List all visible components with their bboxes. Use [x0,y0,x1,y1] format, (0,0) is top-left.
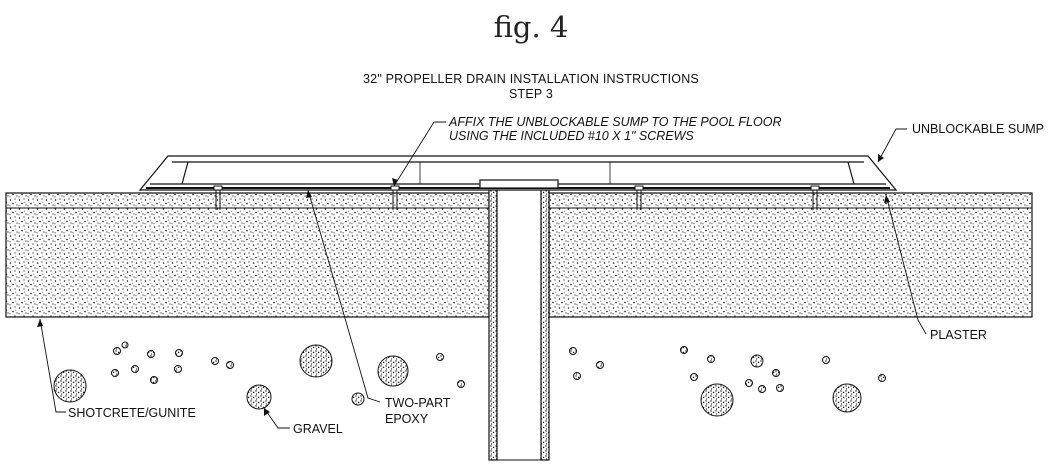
shotcrete-label: SHOTCRETE/GUNITE [68,406,196,420]
instruction-label-line1: AFFIX THE UNBLOCKABLE SUMP TO THE POOL F… [448,115,781,129]
figure-title: fig. 4 [493,10,569,44]
leader-lines [39,121,927,429]
gravel-label: GRAVEL [293,422,343,436]
gravel-stones [53,341,886,417]
instruction-label-line2: USING THE INCLUDED #10 X 1" SCREWS [449,129,694,143]
diagram-heading: 32" PROPELLER DRAIN INSTALLATION INSTRUC… [363,72,699,86]
shotcrete-slab-left [5,192,490,318]
plaster-label: PLASTER [930,328,987,342]
unblockable-sump [138,155,898,191]
screws [213,185,820,210]
drain-pipe [488,187,550,461]
epoxy-label-line2: EPOXY [385,412,429,426]
diagram-step: STEP 3 [508,87,554,101]
epoxy-label-line1: TWO-PART [385,396,451,410]
leader-arrowheads [37,154,890,416]
sump-label: UNBLOCKABLE SUMP [912,122,1044,136]
shotcrete-slab-right [548,192,1033,318]
